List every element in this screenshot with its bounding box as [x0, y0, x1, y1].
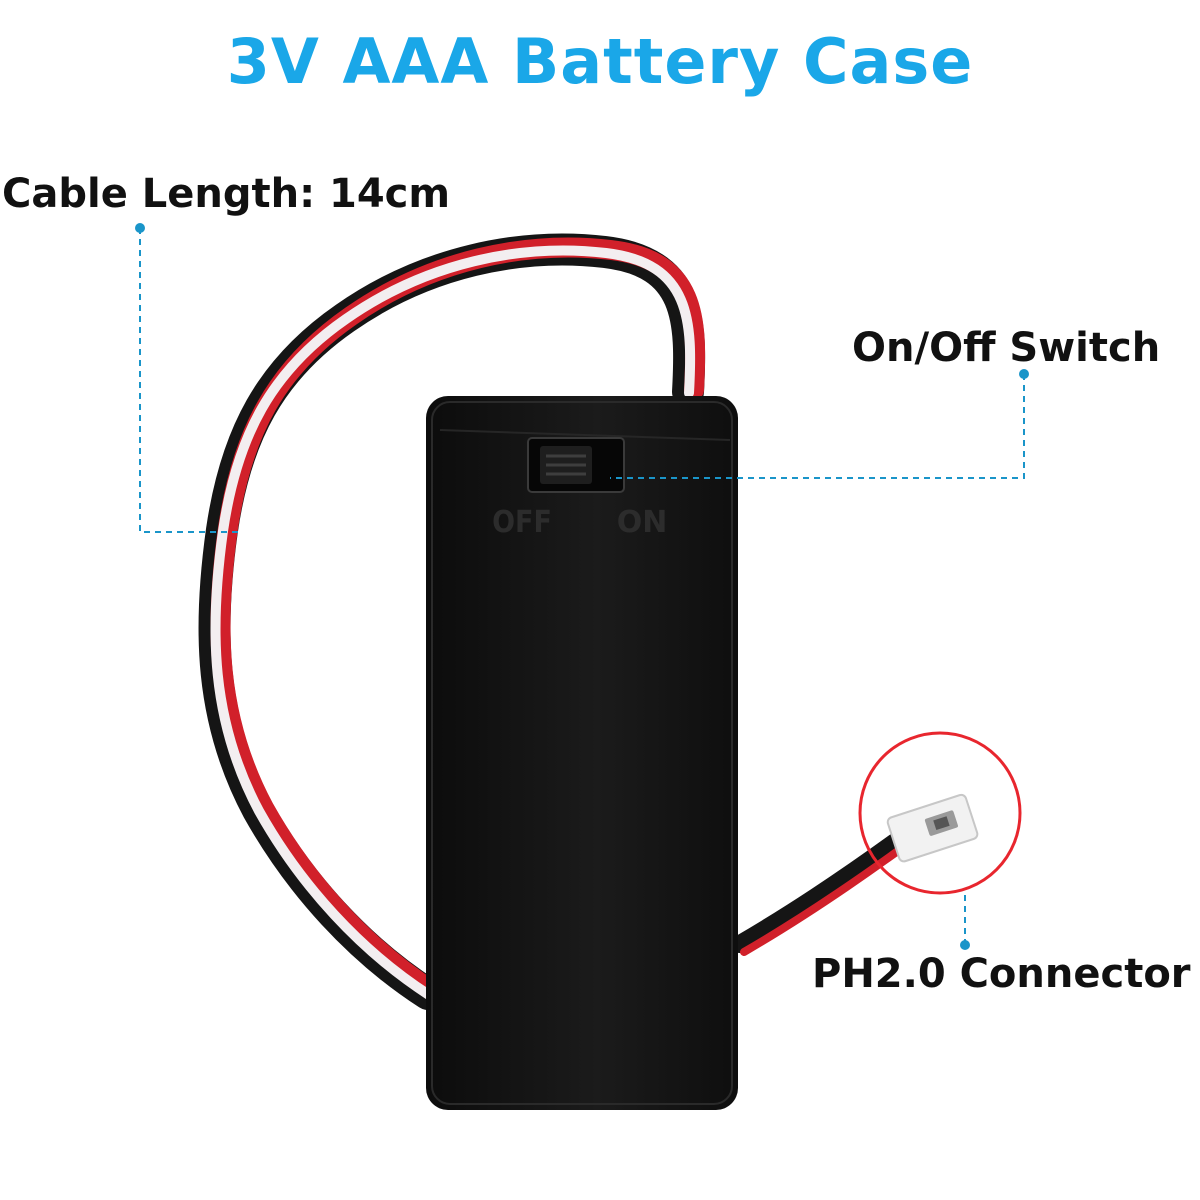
connector-highlight-circle — [858, 731, 1022, 895]
ph2-connector-plug — [886, 793, 979, 863]
connector-lead — [731, 831, 907, 956]
page-title: 3V AAA Battery Case — [226, 25, 974, 98]
connector-label: PH2.0 Connector — [812, 951, 1191, 997]
battery-case — [426, 396, 738, 1110]
connector-callout-line — [960, 894, 970, 950]
slide-switch[interactable] — [527, 437, 625, 493]
cable-length-callout-line — [135, 223, 238, 533]
switch-on-marking: ON — [617, 505, 668, 540]
switch-callout-line — [610, 369, 1029, 479]
cable-loop — [198, 233, 706, 1010]
switch-label: On/Off Switch — [852, 325, 1161, 371]
switch-off-marking: OFF — [492, 505, 552, 540]
cable-length-label: Cable Length: 14cm — [2, 171, 451, 217]
